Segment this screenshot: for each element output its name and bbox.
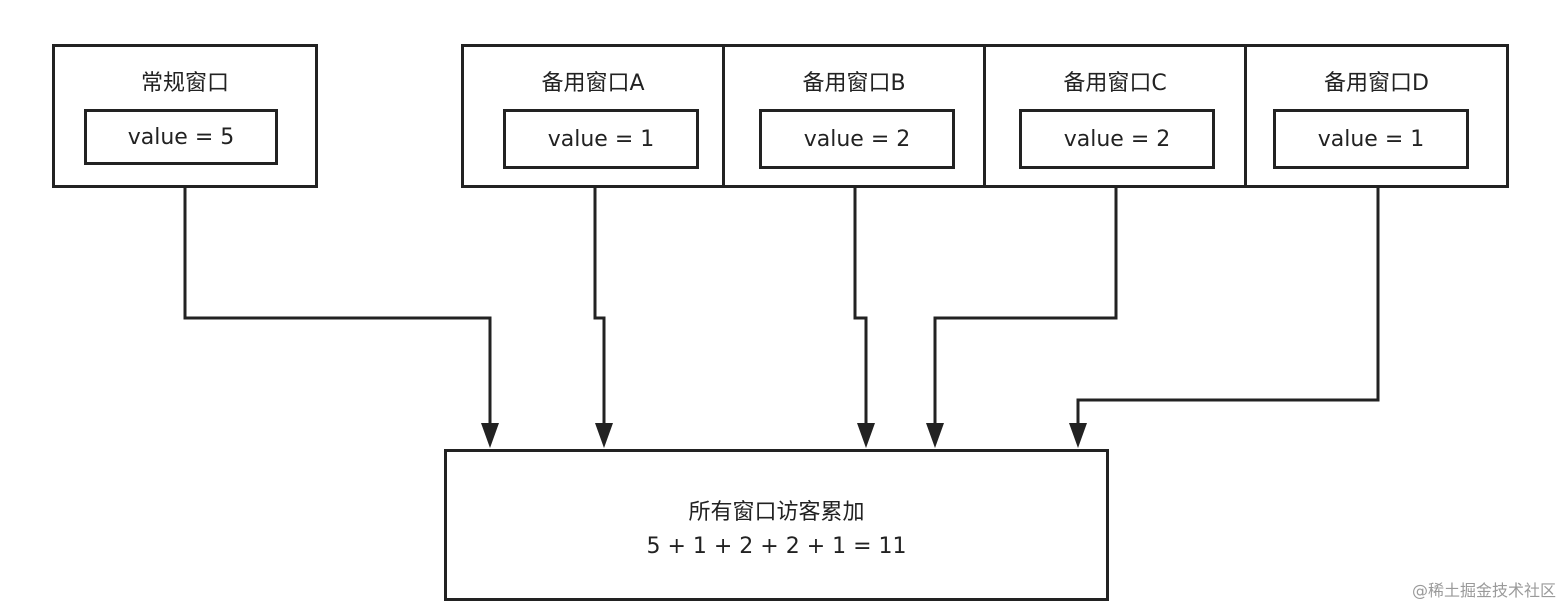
- standby-window-b-value-box: value = 2: [759, 109, 955, 169]
- regular-window-value-box: value = 5: [84, 109, 278, 165]
- standby-window-c-value-box: value = 2: [1019, 109, 1215, 169]
- arrowhead-standby-c: [926, 423, 944, 448]
- arrowhead-standby-a: [595, 423, 613, 448]
- regular-window-box: 常规窗口 value = 5: [52, 44, 318, 188]
- arrowhead-regular: [481, 423, 499, 448]
- standby-window-b-title: 备用窗口B: [802, 71, 906, 96]
- arrowhead-standby-b: [857, 423, 875, 448]
- standby-window-d-value-box: value = 1: [1273, 109, 1469, 169]
- standby-window-c-box: 备用窗口C value = 2: [983, 44, 1247, 188]
- connector-standby-c: [933, 188, 1118, 425]
- standby-window-b-box: 备用窗口B value = 2: [722, 44, 986, 188]
- standby-window-a-title: 备用窗口A: [541, 71, 645, 96]
- standby-window-d-title: 备用窗口D: [1324, 71, 1429, 96]
- arrowhead-standby-d: [1069, 423, 1087, 448]
- connector-standby-a: [593, 188, 606, 425]
- standby-window-c-title: 备用窗口C: [1063, 71, 1167, 96]
- result-title: 所有窗口访客累加: [688, 500, 865, 525]
- connector-standby-b: [853, 188, 868, 425]
- standby-window-a-value-box: value = 1: [503, 109, 699, 169]
- result-box: 所有窗口访客累加 5 + 1 + 2 + 2 + 1 = 11: [444, 449, 1109, 601]
- connector-regular: [183, 188, 492, 425]
- result-formula: 5 + 1 + 2 + 2 + 1 = 11: [646, 534, 907, 559]
- standby-window-a-box: 备用窗口A value = 1: [461, 44, 725, 188]
- standby-window-d-box: 备用窗口D value = 1: [1244, 44, 1509, 188]
- connector-standby-d: [1076, 188, 1380, 425]
- watermark: @稀土掘金技术社区: [1411, 581, 1556, 600]
- regular-window-title: 常规窗口: [140, 71, 229, 96]
